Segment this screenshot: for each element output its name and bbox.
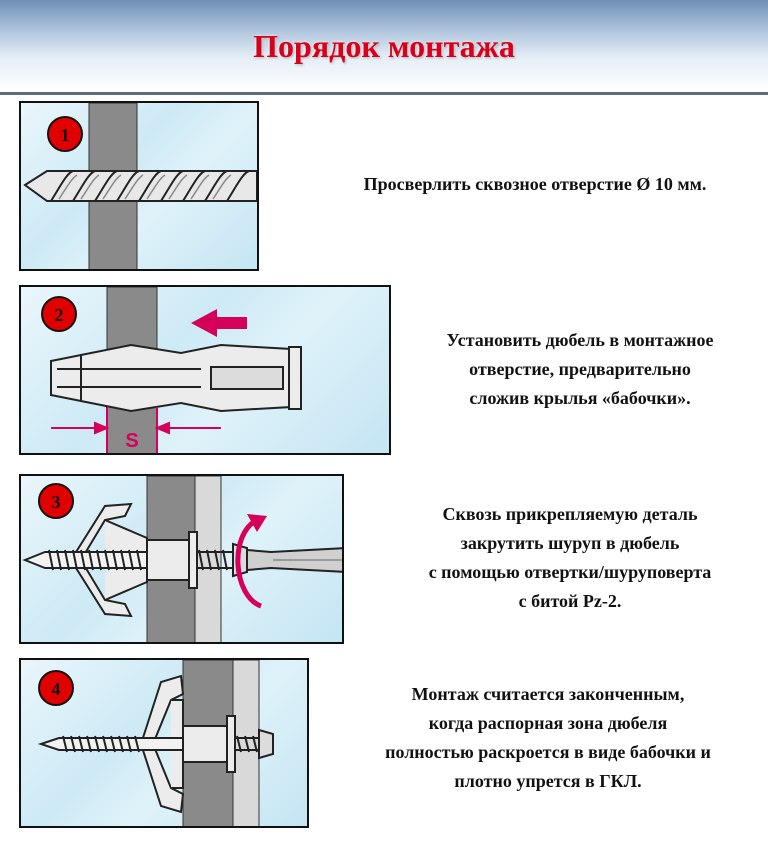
- page-title: Порядок монтажа: [253, 28, 515, 64]
- step-2-line-3: сложив крылья «бабочки».: [469, 388, 691, 408]
- step-3-line-4: с битой Pz-2.: [518, 591, 622, 611]
- thickness-dimension: [51, 407, 221, 453]
- step-badge-3: 3: [38, 483, 74, 519]
- screwdriver: [246, 547, 342, 573]
- step-2-text: Установить дюбель в монтажное отверстие,…: [395, 326, 765, 413]
- step-3-line-2: закрутить шуруп в дюбель: [460, 533, 680, 553]
- step-3-line-1: Сквозь прикрепляемую деталь: [442, 504, 698, 524]
- step-4-line-1: Монтаж считается законченным,: [411, 684, 685, 704]
- step-1-illustration: 1: [19, 101, 259, 271]
- folded-dowel: [50, 343, 302, 413]
- drill-bit: [23, 170, 257, 202]
- screw: [37, 728, 274, 760]
- step-number: 4: [52, 679, 61, 699]
- rotation-arrow: [235, 514, 267, 609]
- insert-dowel-diagram: S 2: [41, 287, 302, 453]
- mounted-dowel-diagram: 4: [37, 660, 274, 826]
- gap-label: S: [125, 430, 138, 452]
- title-banner: Порядок монтажа: [0, 0, 768, 95]
- step-badge-1: 1: [47, 116, 83, 152]
- step-4-line-2: когда распорная зона дюбеля: [428, 713, 668, 733]
- step-number: 1: [61, 125, 70, 145]
- step-2-illustration: S 2: [19, 285, 391, 455]
- step-2-line-2: отверстие, предварительно: [469, 359, 691, 379]
- step-number: 2: [55, 305, 64, 325]
- step-2-line-1: Установить дюбель в монтажное: [446, 330, 714, 350]
- screw-in-diagram: 3: [22, 476, 342, 642]
- expanding-dowel: [69, 502, 198, 618]
- step-4-line-3: полностью раскроется в виде бабочки и: [385, 742, 711, 762]
- step-4-line-4: плотно упрется в ГКЛ.: [454, 771, 642, 791]
- step-4-text: Монтаж считается законченным, когда расп…: [328, 680, 768, 796]
- step-1-text: Просверлить сквозное отверстие Ø 10 мм.: [300, 170, 768, 199]
- step-4-illustration: 4: [19, 658, 309, 828]
- push-arrow: [191, 309, 247, 337]
- step-number: 3: [52, 492, 61, 512]
- step-badge-2: 2: [41, 296, 77, 332]
- step-3-text: Сквозь прикрепляемую деталь закрутить шу…: [380, 500, 760, 616]
- step-badge-4: 4: [38, 670, 74, 706]
- step-1-line-1: Просверлить сквозное отверстие Ø 10 мм.: [363, 174, 707, 194]
- drill-diagram: 1: [23, 103, 257, 269]
- step-3-illustration: 3: [19, 474, 344, 644]
- step-3-line-3: с помощью отвертки/шуруповерта: [428, 562, 712, 582]
